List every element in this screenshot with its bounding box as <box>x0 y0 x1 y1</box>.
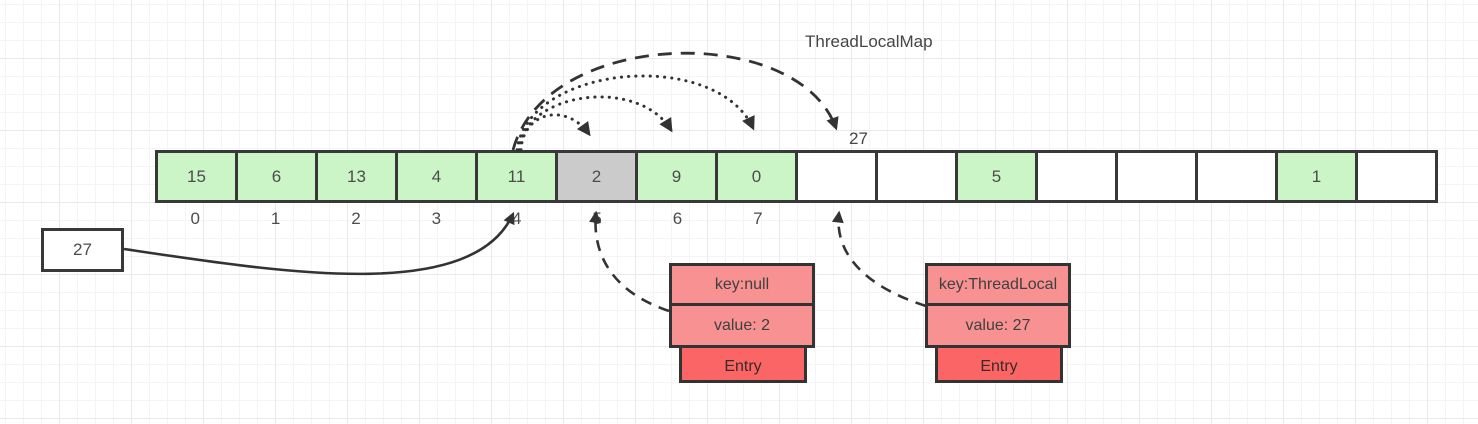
array-cell-6: 9 <box>638 153 718 200</box>
array-cell-5: 2 <box>558 153 638 200</box>
array-index-labels: 0 1 2 3 4 5 6 7 <box>155 209 798 231</box>
probe-arc-to-slot7 <box>515 74 755 152</box>
threadlocal-entry-to-slot8-arrow <box>831 210 927 308</box>
array-cell-12 <box>1118 153 1198 200</box>
entry-threadlocal: Entry key:ThreadLocal value: 27 <box>925 263 1071 383</box>
array-cell-13 <box>1198 153 1278 200</box>
entry-stale-type-label: Entry <box>679 344 807 383</box>
array-cell-9 <box>878 153 958 200</box>
probe-arc-to-slot5 <box>519 113 591 152</box>
array-cell-4: 11 <box>478 153 558 200</box>
array-cell-8 <box>798 153 878 200</box>
index-label-7: 7 <box>753 209 763 228</box>
probe-result-label: 27 <box>849 129 868 148</box>
array-cell-10: 5 <box>958 153 1038 200</box>
array-cell-7: 0 <box>718 153 798 200</box>
entry-stale: Entry key:null value: 2 <box>669 263 815 383</box>
index-label-0: 0 <box>190 209 200 228</box>
entry-stale-key: key:null <box>669 263 815 306</box>
array-cell-3: 4 <box>398 153 478 200</box>
index-label-3: 3 <box>431 209 442 228</box>
index-label-5: 5 <box>592 209 602 228</box>
array-cell-2: 13 <box>318 153 398 200</box>
diagram-title: ThreadLocalMap <box>805 32 933 51</box>
entry-threadlocal-value: value: 27 <box>925 303 1071 348</box>
entry-threadlocal-key: key:ThreadLocal <box>925 263 1071 306</box>
array-cell-15 <box>1358 153 1435 200</box>
index-label-1: 1 <box>270 209 281 228</box>
index-label-4: 4 <box>511 209 522 228</box>
hash-table-array: 15 6 13 4 11 2 9 0 5 1 <box>155 150 1438 203</box>
hash-value-box: 27 <box>41 228 124 272</box>
array-cell-0: 15 <box>158 153 238 200</box>
index-label-6: 6 <box>672 209 683 228</box>
entry-threadlocal-type-label: Entry <box>935 344 1063 383</box>
array-cell-1: 6 <box>238 153 318 200</box>
probe-arc-to-slot8 <box>511 51 839 151</box>
probe-arc-to-slot6 <box>517 95 673 152</box>
index-label-2: 2 <box>351 209 361 228</box>
array-cell-11 <box>1038 153 1118 200</box>
entry-stale-value: value: 2 <box>669 303 815 348</box>
array-cell-14: 1 <box>1278 153 1358 200</box>
